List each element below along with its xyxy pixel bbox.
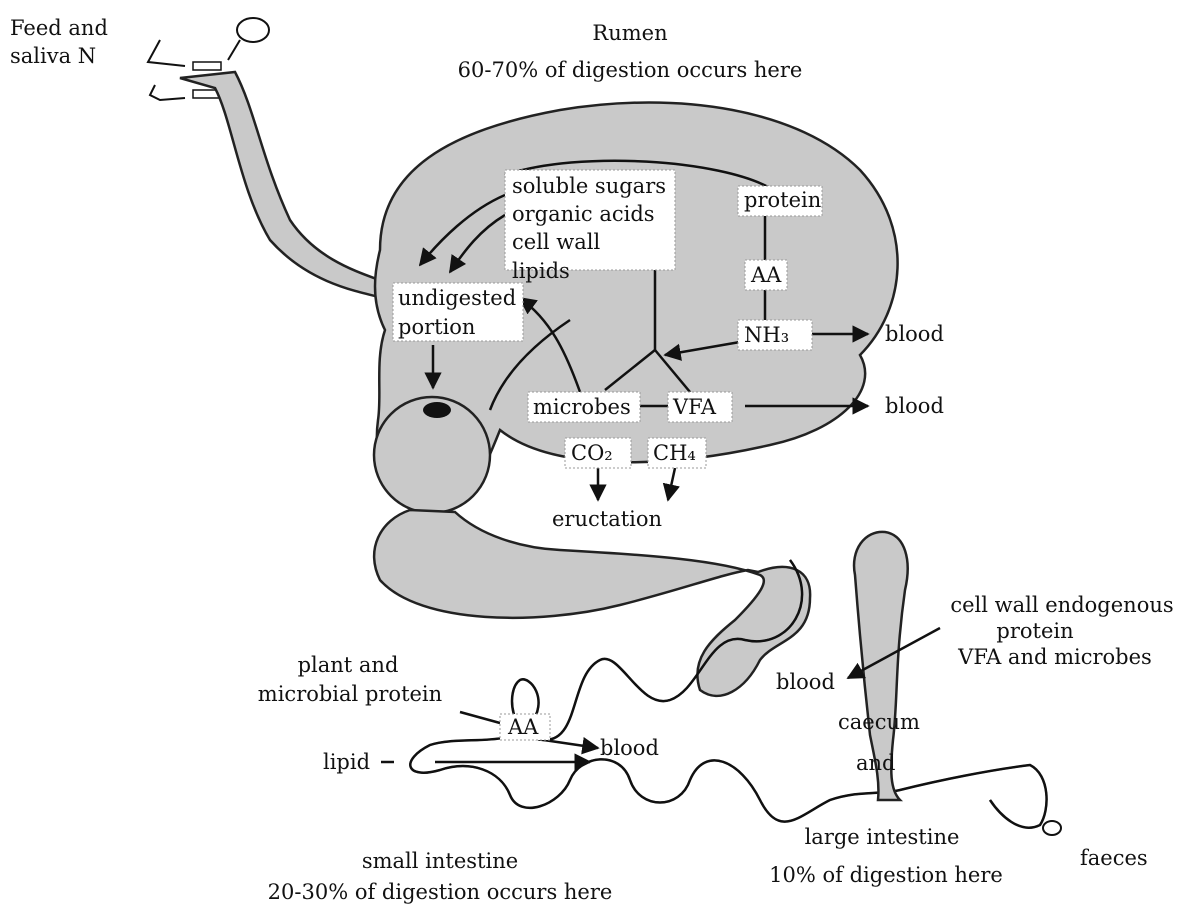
- lipid-label: lipid: [323, 750, 370, 774]
- undigested-label-2: portion: [398, 315, 475, 339]
- blood-intestine-label: blood: [600, 736, 659, 760]
- vfa-and-microbes-label: VFA and microbes: [957, 645, 1152, 669]
- blood-vfa-label: blood: [885, 394, 944, 418]
- co2-label: CO₂: [571, 441, 613, 465]
- blood-nh3-label: blood: [885, 322, 944, 346]
- and-label: and: [856, 751, 896, 775]
- faeces-label: faeces: [1080, 846, 1148, 870]
- protein-caecum-label: protein: [996, 619, 1073, 643]
- undigested-label-1: undigested: [398, 286, 516, 310]
- protein-label: protein: [744, 188, 821, 212]
- mouth-icon: [148, 18, 269, 100]
- nh3-label: NH₃: [744, 323, 789, 347]
- cell-wall-label: cell wall: [512, 230, 601, 254]
- large-intestine-digestion-label: 10% of digestion here: [769, 863, 1003, 887]
- oesophagus: [180, 72, 392, 300]
- reticulo-omasal-orifice: [423, 402, 451, 418]
- line-protein-aa: [460, 712, 500, 723]
- rumen-title: Rumen: [592, 21, 667, 45]
- feed-saliva-label-1: Feed and: [10, 16, 108, 40]
- microbial-protein-label: microbial protein: [258, 682, 442, 706]
- aa-intestine-label: AA: [507, 715, 539, 739]
- faeces-pellet: [1043, 821, 1061, 835]
- ch4-label: CH₄: [653, 441, 696, 465]
- small-intestine-digestion-label: 20-30% of digestion occurs here: [268, 880, 613, 904]
- aa-rumen-label: AA: [750, 263, 782, 287]
- caecum-label: caecum: [838, 710, 920, 734]
- arrow-ch4-eructation: [668, 468, 675, 500]
- lipids-label: lipids: [512, 259, 570, 283]
- organic-acids-label: organic acids: [512, 202, 655, 226]
- vfa-label: VFA: [672, 395, 717, 419]
- microbes-label: microbes: [533, 395, 631, 419]
- abomasum: [374, 510, 810, 696]
- soluble-sugars-label: soluble sugars: [512, 174, 666, 198]
- large-intestine-label: large intestine: [805, 825, 960, 849]
- rumen-digestion-label: 60-70% of digestion occurs here: [458, 58, 803, 82]
- plant-and-label: plant and: [298, 653, 399, 677]
- eructation-label: eructation: [552, 507, 662, 531]
- small-intestine-label: small intestine: [362, 849, 518, 873]
- feed-saliva-label-2: saliva N: [10, 44, 96, 68]
- cell-wall-endogenous-label: cell wall endogenous: [950, 593, 1173, 617]
- blood-caecum-label: blood: [776, 670, 835, 694]
